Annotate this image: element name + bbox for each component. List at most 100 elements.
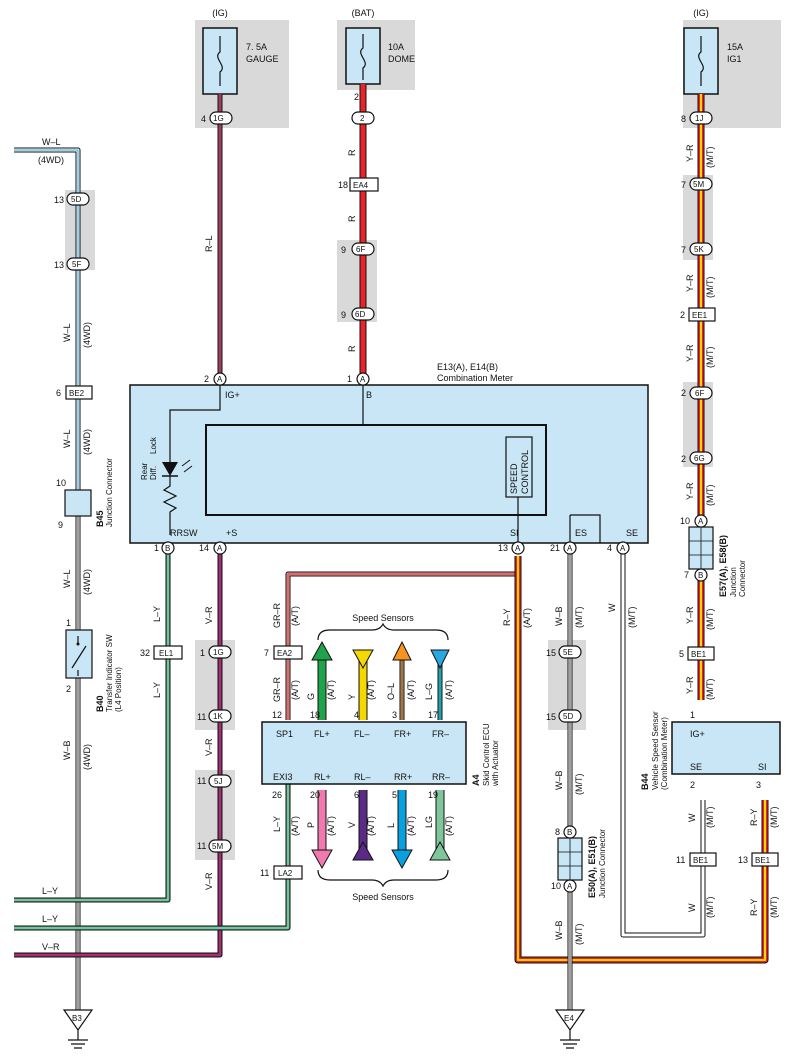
svg-text:(A/T): (A/T) (444, 816, 454, 836)
svg-text:RR+: RR+ (394, 772, 412, 782)
svg-text:5K: 5K (694, 245, 704, 254)
svg-text:EL1: EL1 (159, 649, 174, 658)
svg-text:A: A (515, 544, 521, 553)
svg-text:6F: 6F (695, 389, 704, 398)
svg-text:Lock: Lock (149, 436, 158, 454)
svg-text:18: 18 (338, 180, 348, 190)
svg-text:E57(A), E58(B): E57(A), E58(B) (718, 535, 728, 597)
svg-text:11: 11 (197, 776, 206, 786)
svg-text:(A/T): (A/T) (290, 680, 300, 700)
svg-text:(M/T): (M/T) (574, 924, 584, 946)
svg-text:(M/T): (M/T) (705, 609, 715, 631)
svg-text:W–B: W–B (62, 740, 72, 760)
svg-text:R–Y: R–Y (749, 898, 759, 916)
svg-text:(M/T): (M/T) (769, 807, 779, 829)
svg-text:A: A (698, 517, 704, 526)
meter-title: E13(A), E14(B) (437, 362, 498, 372)
svg-text:15: 15 (546, 648, 556, 658)
svg-text:1: 1 (200, 648, 205, 658)
svg-text:12: 12 (272, 710, 282, 720)
svg-text:E50(A), E51(B): E50(A), E51(B) (587, 836, 597, 898)
svg-text:18: 18 (310, 710, 320, 720)
svg-text:1: 1 (347, 374, 352, 384)
svg-text:1: 1 (690, 710, 695, 720)
svg-text:O–L: O–L (386, 683, 396, 700)
svg-text:FL–: FL– (354, 729, 370, 739)
svg-text:3: 3 (392, 710, 397, 720)
svg-text:13: 13 (54, 260, 64, 270)
svg-text:B45: B45 (95, 510, 105, 527)
svg-text:A: A (567, 882, 573, 891)
svg-text:(M/T): (M/T) (705, 277, 715, 299)
svg-text:RR–: RR– (432, 772, 450, 782)
svg-text:L–Y: L–Y (152, 682, 162, 698)
svg-text:8: 8 (555, 827, 560, 837)
svg-text:W–L: W–L (62, 569, 72, 588)
svg-text:V–R: V–R (204, 606, 214, 624)
fuse-name: DOME (388, 54, 415, 64)
speed-sensors-top: Speed Sensors (317, 613, 449, 641)
svg-text:(A/T): (A/T) (326, 680, 336, 700)
svg-text:(4WD): (4WD) (38, 155, 64, 165)
svg-text:FR+: FR+ (394, 729, 411, 739)
fuse-source-label: (IG) (693, 8, 709, 18)
svg-text:(M/T): (M/T) (705, 807, 715, 829)
svg-text:11: 11 (260, 868, 269, 878)
svg-text:5D: 5D (563, 712, 573, 721)
svg-text:A: A (217, 544, 223, 553)
svg-text:(A/T): (A/T) (366, 680, 376, 700)
svg-text:V–R: V–R (204, 738, 214, 756)
svg-text:+S: +S (226, 528, 237, 538)
fuse-ig1: (IG) 15A IG1 (683, 8, 743, 95)
svg-text:(M/T): (M/T) (705, 347, 715, 369)
svg-text:7: 7 (684, 570, 689, 580)
svg-text:(A/T): (A/T) (326, 816, 336, 836)
svg-text:13: 13 (54, 195, 64, 205)
svg-text:5M: 5M (212, 842, 223, 851)
svg-text:Vehicle Speed Sensor: Vehicle Speed Sensor (651, 711, 660, 790)
svg-text:Speed Sensors: Speed Sensors (352, 613, 414, 623)
svg-text:1: 1 (66, 618, 71, 628)
svg-text:17: 17 (428, 710, 438, 720)
svg-text:(A/T): (A/T) (366, 816, 376, 836)
fuse-name: IG1 (727, 54, 742, 64)
svg-text:2: 2 (690, 780, 695, 790)
svg-text:32: 32 (140, 648, 150, 658)
fuse-rating: 10A (388, 42, 404, 52)
svg-text:(4WD): (4WD) (82, 744, 92, 770)
svg-text:(M/T): (M/T) (705, 485, 715, 507)
svg-text:EA2: EA2 (277, 649, 293, 658)
svg-text:(M/T): (M/T) (574, 607, 584, 629)
svg-text:11: 11 (197, 841, 206, 851)
svg-text:R: R (347, 345, 357, 352)
svg-text:11: 11 (676, 855, 685, 865)
svg-text:7: 7 (264, 648, 269, 658)
svg-text:B: B (165, 544, 170, 553)
svg-text:BE1: BE1 (693, 856, 709, 865)
fuse-rating: 15A (727, 42, 743, 52)
svg-text:6D: 6D (355, 310, 365, 319)
svg-text:SP1: SP1 (276, 729, 293, 739)
svg-text:L–Y: L–Y (42, 914, 58, 924)
svg-text:CONTROL: CONTROL (520, 450, 530, 494)
b45-junction-connector: 12 10 9 B45 Junction Connector (56, 458, 114, 530)
svg-text:GR–R: GR–R (272, 602, 282, 628)
svg-text:SE: SE (690, 762, 702, 772)
svg-text:Y–R: Y–R (685, 606, 695, 624)
svg-text:EE1: EE1 (692, 311, 708, 320)
svg-text:13: 13 (498, 543, 508, 553)
svg-text:3: 3 (756, 780, 761, 790)
svg-text:RL+: RL+ (314, 772, 331, 782)
svg-text:2: 2 (66, 684, 71, 694)
svg-text:A4: A4 (471, 774, 481, 786)
svg-text:W–L: W–L (42, 137, 61, 147)
svg-text:IG+: IG+ (225, 390, 240, 400)
svg-text:G: G (306, 693, 316, 700)
svg-text:GR–R: GR–R (272, 676, 282, 702)
svg-text:R–Y: R–Y (502, 608, 512, 626)
svg-text:Y–R: Y–R (685, 274, 695, 292)
svg-text:11: 11 (197, 712, 206, 722)
svg-text:5E: 5E (563, 648, 573, 657)
svg-text:5: 5 (392, 790, 397, 800)
